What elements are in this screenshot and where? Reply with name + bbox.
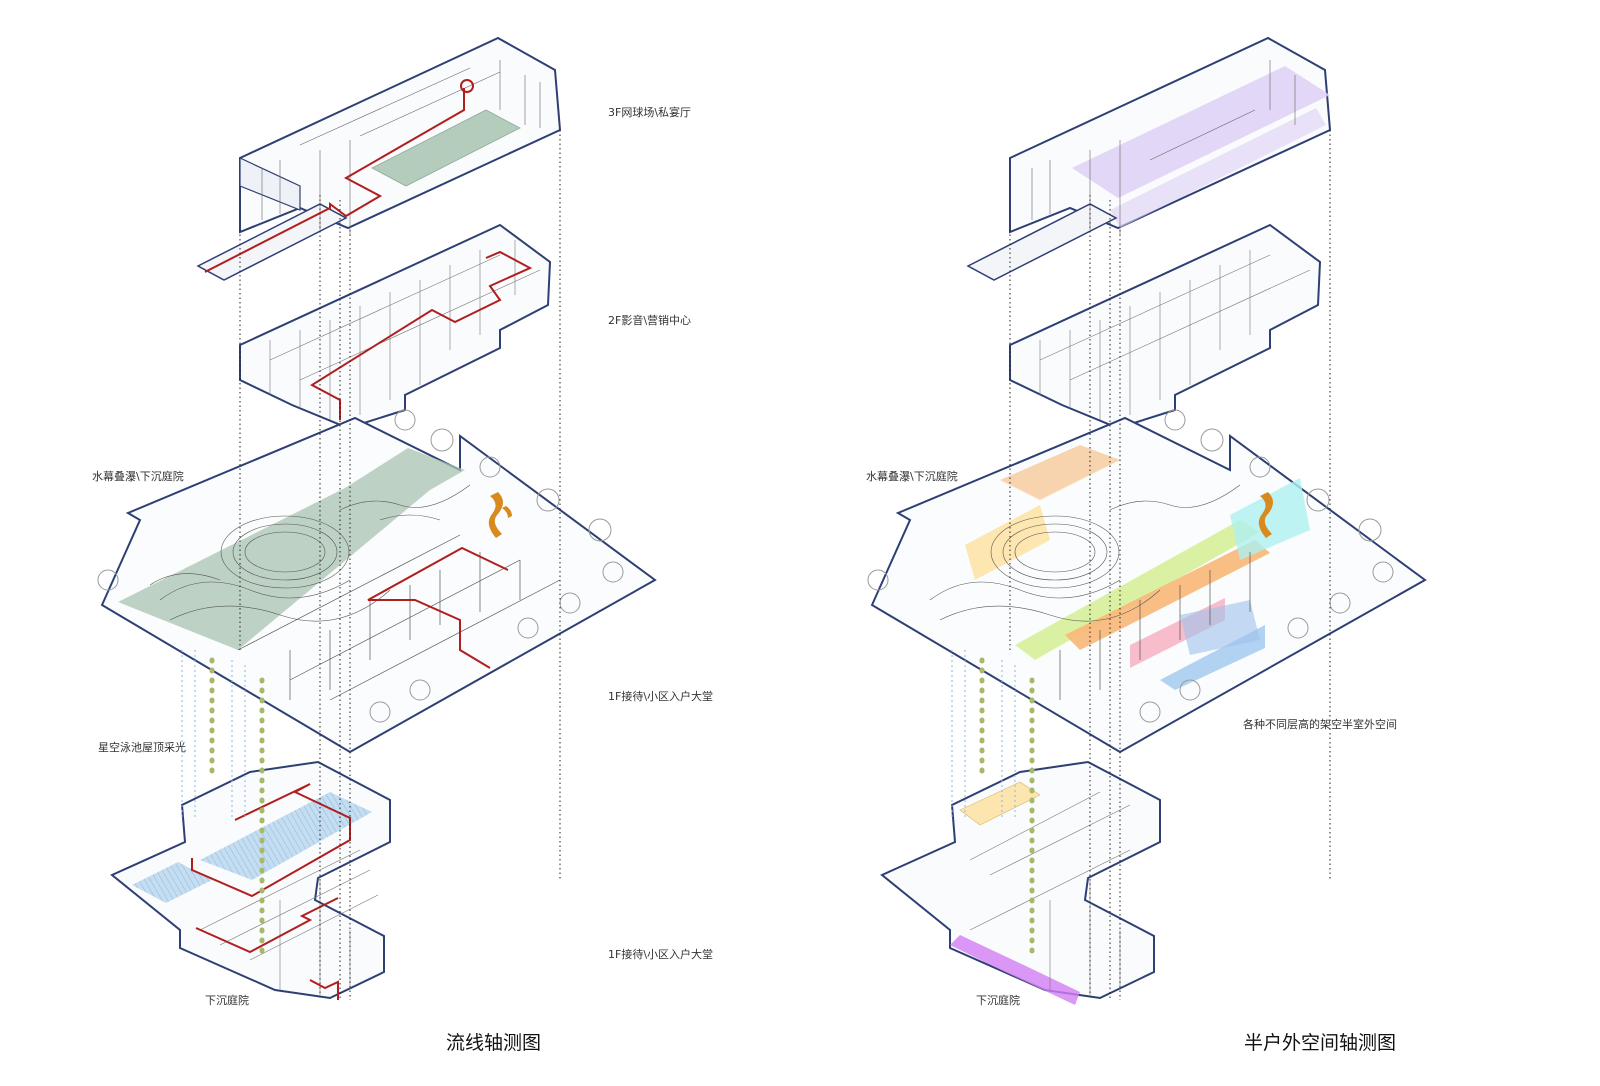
right-floor-3f: [966, 36, 1332, 281]
tree-icons: [97, 409, 624, 723]
right-floor-2f: [1009, 223, 1322, 430]
right-label-water-curtain: 水幕叠瀑\下沉庭院: [866, 470, 958, 483]
vertical-guides: [239, 130, 561, 1000]
caption-right: 半户外空间轴测图: [1244, 1032, 1397, 1054]
caption-left: 流线轴测图: [446, 1032, 542, 1054]
label-2f: 2F影音\营销中心: [608, 314, 692, 327]
label-sunken-courtyard: 下沉庭院: [205, 994, 249, 1007]
left-floor-2f: [239, 223, 552, 430]
light-well-dots: [181, 650, 265, 963]
right-sculpture-icon: [1258, 492, 1273, 538]
right-axonometric: [867, 36, 1427, 1005]
right-floor-b1: [880, 760, 1161, 1005]
right-label-sunken-courtyard: 下沉庭院: [976, 994, 1020, 1007]
label-water-curtain: 水幕叠瀑\下沉庭院: [92, 470, 184, 483]
right-vertical-guides: [1009, 130, 1331, 1000]
label-1f: 1F接待\小区入户大堂: [608, 690, 714, 703]
right-label-semi-outdoor: 各种不同层高的架空半室外空间: [1243, 718, 1397, 731]
label-pool-skylight: 星空泳池屋顶采光: [98, 741, 186, 754]
left-floor-b1: [110, 760, 391, 1000]
right-light-well-dots: [951, 650, 1035, 963]
sculpture-icon: [488, 492, 512, 538]
label-b1: 1F接待\小区入户大堂: [608, 948, 714, 961]
label-3f: 3F网球场\私宴厅: [608, 106, 692, 119]
right-tree-icons: [867, 409, 1394, 723]
left-axonometric: [97, 36, 657, 1000]
left-floor-3f: [196, 36, 562, 281]
